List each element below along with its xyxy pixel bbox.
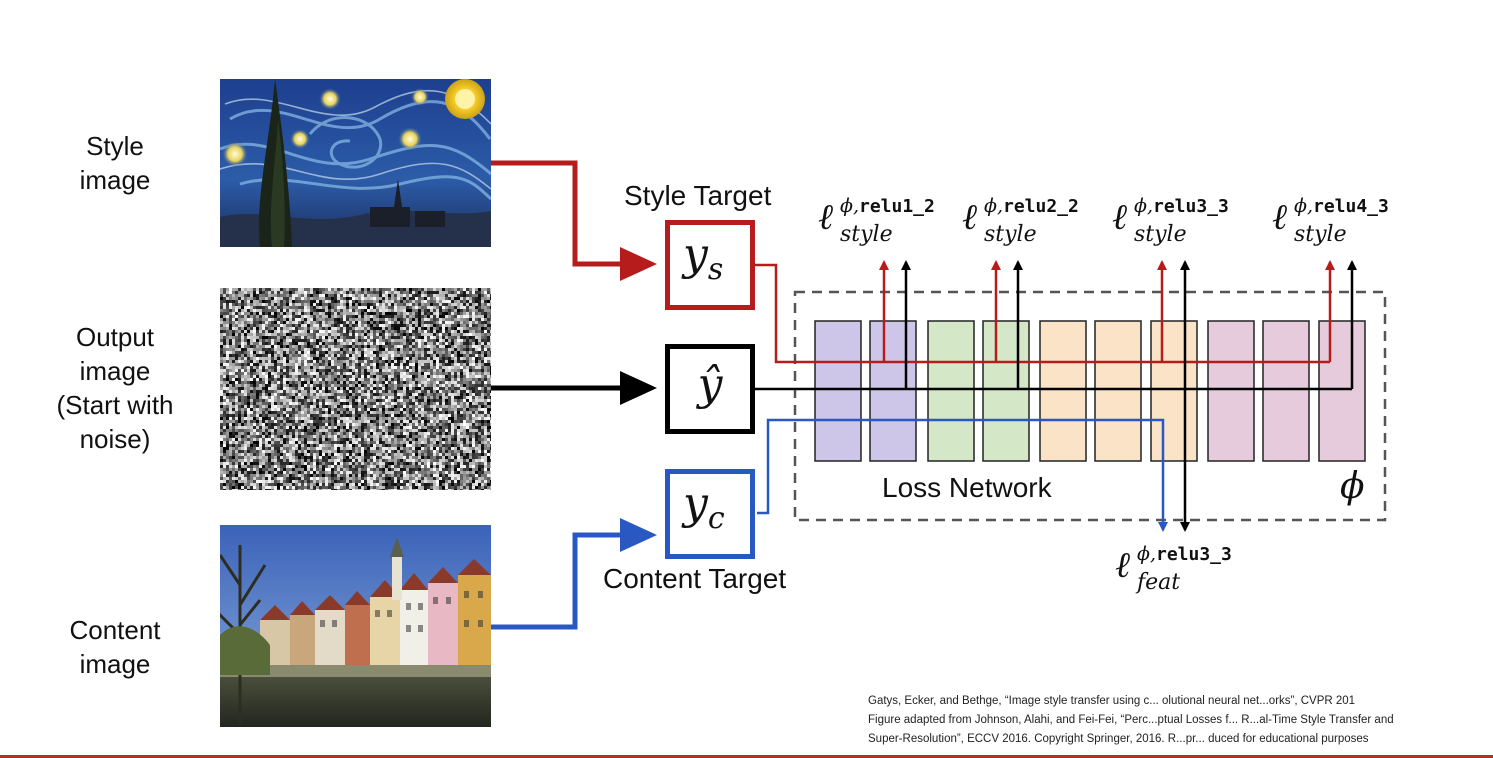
style-target-symbol: ys: [683, 229, 724, 287]
style-loss-label-relu1-2: ℓ ϕ,relu1_2 style: [818, 195, 935, 247]
style-input-path: [491, 160, 638, 267]
content-image-label: Content image: [69, 615, 161, 679]
content-image: [220, 525, 491, 727]
content-target-title: Content Target: [603, 563, 787, 594]
style-loss-label-relu2-2: ℓ ϕ,relu2_2 style: [962, 195, 1079, 247]
style-input-arrowhead: [620, 247, 657, 281]
network-layer-block: [869, 320, 917, 462]
network-layer-block: [1150, 320, 1198, 462]
style-target-subscript: s: [707, 252, 724, 287]
output-input-arrowhead: [620, 371, 657, 405]
citation: Gatys, Ecker, and Bethge, “Image style t…: [868, 692, 1394, 749]
network-layer-block: [1262, 320, 1310, 462]
style-network-path: [755, 263, 1330, 364]
output-image-label: Output image (Start with noise): [56, 322, 174, 454]
style-image: [220, 79, 491, 247]
network-layer-block: [1318, 320, 1366, 462]
style-loss-label-relu4-3: ℓ ϕ,relu4_3 style: [1272, 195, 1389, 247]
style-image-label: Style image: [79, 131, 151, 195]
bottom-accent-rule: [0, 755, 1493, 758]
network-layer-block: [927, 320, 975, 462]
content-target-subscript: c: [707, 501, 725, 536]
output-noise-image: [220, 288, 491, 490]
style-target-box: ys: [665, 220, 755, 310]
loss-network-caption: Loss Network: [882, 472, 1052, 503]
content-input-arrowhead: [620, 518, 657, 552]
feature-loss-label: ℓ ϕ,relu3_3 feat: [1115, 543, 1232, 595]
citation-line: Super-Resolution”, ECCV 2016. Copyright …: [868, 733, 1369, 745]
content-target-box: yc: [665, 469, 755, 559]
loss-network-layers: [814, 320, 1366, 462]
network-layer-block: [1094, 320, 1142, 462]
network-layer-block: [814, 320, 862, 462]
network-layer-block: [1207, 320, 1255, 462]
output-target-symbol: ŷ: [697, 359, 723, 410]
loss-network-phi: ϕ: [1340, 466, 1365, 507]
network-layer-block: [1039, 320, 1087, 462]
style-loss-label-relu3-3: ℓ ϕ,relu3_3 style: [1112, 195, 1229, 247]
style-target-title: Style Target: [624, 180, 772, 211]
citation-line: Gatys, Ecker, and Bethge, “Image style t…: [868, 695, 1356, 707]
content-target-symbol: yc: [683, 478, 725, 536]
output-target-box: ŷ: [665, 344, 755, 434]
style-loss-arrows: [879, 260, 1357, 389]
network-layer-block: [982, 320, 1030, 462]
citation-line: Figure adapted from Johnson, Alahi, and …: [868, 714, 1394, 726]
